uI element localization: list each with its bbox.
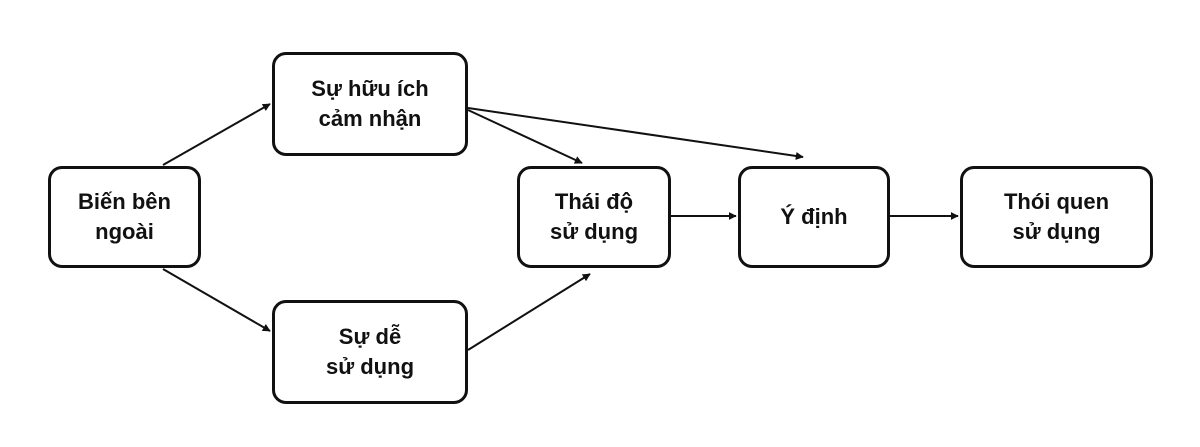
- arrow-external-to-usefulness: [162, 103, 271, 166]
- node-attitude-line-1: Thái độ: [554, 189, 634, 215]
- node-attitude-line-2: sử dụng: [549, 219, 639, 244]
- node-perceived-ease-of-use-line-2: sử dụng: [325, 354, 415, 379]
- node-intention-label: Ý định: [780, 202, 847, 232]
- node-external-variables-line-2: ngoài: [95, 219, 154, 244]
- node-habit: Thói quen sử dụng: [960, 166, 1153, 268]
- node-perceived-ease-of-use: Sự dễ sử dụng: [272, 300, 468, 404]
- node-perceived-usefulness-label: Sự hữu ích cảm nhận: [311, 74, 428, 133]
- node-habit-label: Thói quen sử dụng: [1004, 187, 1109, 246]
- arrow-external-to-ease-of-use: [162, 268, 271, 332]
- node-intention-line-1: Ý định: [780, 204, 848, 230]
- node-habit-line-1: Thói quen: [1003, 189, 1110, 215]
- arrow-usefulness-to-attitude: [467, 109, 583, 164]
- node-intention: Ý định: [738, 166, 890, 268]
- arrow-usefulness-to-intention: [467, 107, 804, 160]
- node-perceived-ease-of-use-label: Sự dễ sử dụng: [326, 322, 414, 381]
- node-perceived-usefulness-line-1: Sự hữu ích: [311, 76, 429, 102]
- node-attitude-label: Thái độ sử dụng: [550, 187, 638, 246]
- arrow-ease-of-use-to-attitude: [467, 273, 591, 351]
- node-external-variables-label: Biến bên ngoài: [78, 187, 171, 246]
- node-perceived-usefulness-line-2: cảm nhận: [318, 106, 422, 131]
- node-attitude: Thái độ sử dụng: [517, 166, 671, 268]
- node-perceived-usefulness: Sự hữu ích cảm nhận: [272, 52, 468, 156]
- node-perceived-ease-of-use-line-1: Sự dễ: [338, 324, 402, 350]
- node-external-variables-line-1: Biến bên: [78, 189, 171, 215]
- node-external-variables: Biến bên ngoài: [48, 166, 201, 268]
- node-habit-line-2: sử dụng: [1012, 219, 1101, 244]
